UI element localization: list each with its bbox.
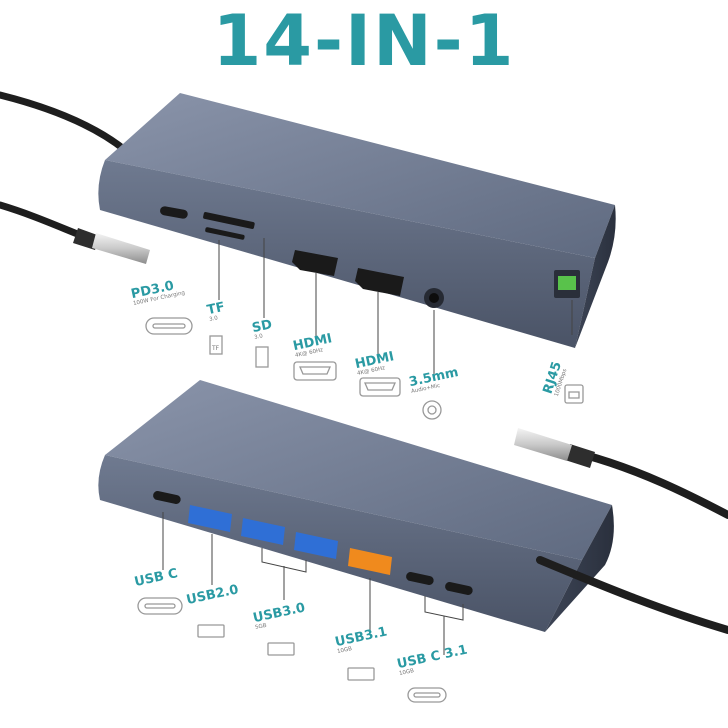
port-usb2: [188, 505, 232, 532]
bottom-hub-end-face: [545, 505, 614, 632]
port-usb31: [348, 548, 392, 575]
top-hub-front-face: [98, 160, 595, 348]
top-hub-end-face: [575, 205, 616, 348]
tf-card-icon: [209, 335, 223, 355]
port-hdmi-1: [292, 250, 338, 276]
usbc-icon: [137, 597, 183, 615]
usbc-plug-bottom: [514, 428, 572, 461]
usb-a-icon: [197, 624, 225, 638]
bottom-hub: [98, 380, 728, 634]
bottom-hub-top-face: [105, 380, 612, 560]
cable-plug-right: [581, 451, 728, 519]
label-tf: TF 3.0: [206, 300, 227, 324]
headline-title: 14-IN-1: [212, 0, 516, 82]
ethernet-icon: [564, 384, 584, 404]
usbc-icon: [407, 687, 447, 703]
top-hub-top-face: [105, 93, 615, 258]
usbc-icon: [145, 317, 193, 335]
port-usb3-a: [241, 518, 285, 545]
port-tf-slot: [205, 227, 245, 240]
sd-card-icon: [255, 346, 269, 368]
top-hub: [0, 91, 616, 348]
audio-jack-icon: [422, 400, 442, 420]
port-usbc31-a: [406, 572, 434, 585]
port-usb3-b: [294, 532, 338, 559]
port-usbc-pd: [160, 206, 188, 219]
port-usbc-front: [153, 491, 181, 504]
hdmi-icon: [359, 377, 401, 397]
cable-top-plug: [0, 201, 84, 239]
port-sd-slot: [203, 212, 255, 229]
port-hdmi-2: [355, 268, 404, 296]
port-usbc31-b: [445, 582, 473, 595]
cable-top-left: [0, 91, 129, 154]
usb-a-icon: [267, 642, 295, 656]
usb-a-icon: [347, 667, 375, 681]
tf-icon-text: TF: [211, 345, 220, 352]
cable-bottom-right: [536, 556, 728, 634]
hdmi-icon: [293, 361, 337, 381]
label-sd: SD 3.0: [251, 317, 275, 341]
usbc-plug-top: [92, 233, 150, 264]
